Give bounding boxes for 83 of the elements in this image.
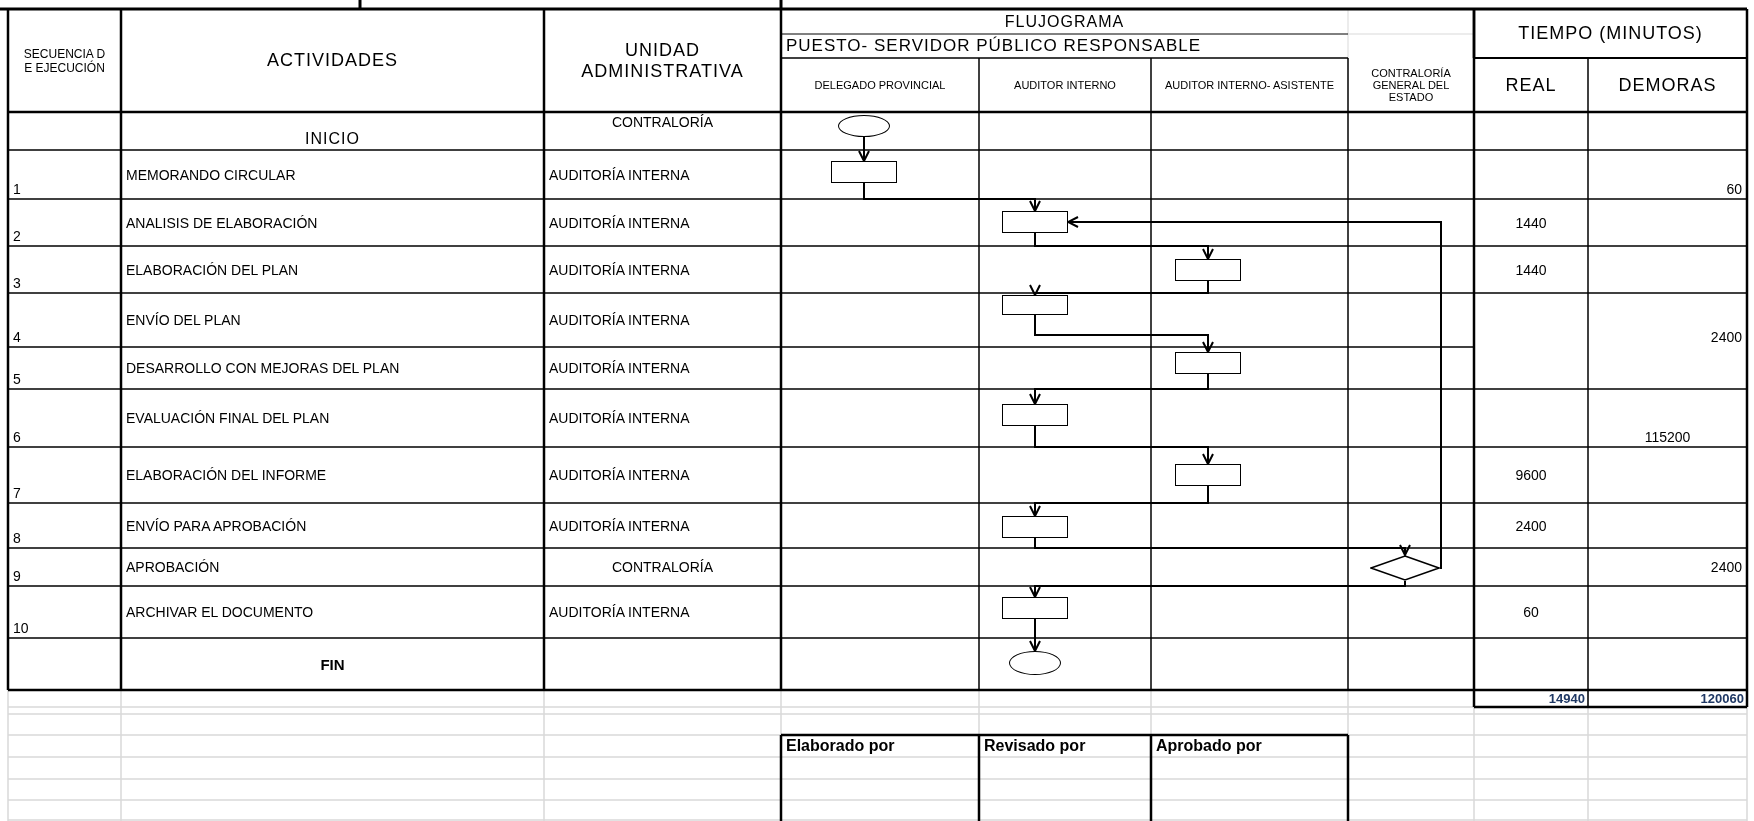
signature-label: Aprobado por [1156,737,1262,755]
step-number: 6 [13,429,21,445]
process-box [831,161,897,183]
process-box [1002,295,1068,315]
arrow [1029,485,1209,517]
total-value: 14940 [1548,691,1585,706]
process-box [1002,516,1068,538]
activity-text: APROBACIÓN [126,559,220,575]
unit-text: AUDITORÍA INTERNA [549,517,690,534]
step-number: 5 [13,371,21,387]
arrow [863,182,1041,212]
arrow [1029,280,1209,296]
unit-text: CONTRALORÍA [611,114,714,130]
activity-text: DESARROLLO CON MEJORAS DEL PLAN [126,360,400,376]
arrow [1067,216,1442,569]
column-heading: DELEGADO PROVINCIAL [814,79,946,91]
unit-text: AUDITORÍA INTERNA [549,467,690,483]
time-value: 9600 [1515,467,1547,483]
time-value: 115200 [1644,429,1691,445]
column-heading: TIEMPO (MINUTOS) [1518,23,1703,44]
column-heading: PUESTO- SERVIDOR PÚBLICO RESPONSABLE [786,36,1202,56]
activity-text: FIN [320,655,345,673]
step-number: 4 [13,329,21,345]
time-value: 60 [1726,181,1742,197]
column-heading: UNIDAD ADMINISTRATIVA [580,39,745,82]
process-box [1002,404,1068,426]
activity-text: ENVÍO DEL PLAN [126,312,241,328]
start-ellipse [838,115,890,137]
activity-text: ARCHIVAR EL DOCUMENTO [126,604,314,620]
total-value: 120060 [1700,691,1744,706]
column-heading: SECUENCIA DE EJECUCIÓN [22,46,107,75]
step-number: 10 [13,620,29,636]
end-ellipse [1009,651,1061,675]
activity-text: ELABORACIÓN DEL INFORME [126,467,327,483]
column-heading: CONTRALORÍA GENERAL DEL ESTADO [1370,67,1452,103]
arrow [858,136,870,162]
arrow [1029,373,1209,405]
signature-label: Elaborado por [786,737,895,755]
arrow [1029,580,1406,598]
unit-text: AUDITORÍA INTERNA [549,604,690,620]
time-value: 1440 [1515,214,1547,231]
column-heading: FLUJOGRAMA [1004,12,1125,31]
process-box [1002,211,1068,233]
activity-text: EVALUACIÓN FINAL DEL PLAN [126,410,330,426]
unit-text: AUDITORÍA INTERNA [549,360,690,376]
step-number: 7 [13,485,21,501]
column-heading: AUDITOR INTERNO [1014,79,1116,91]
arrow [1034,425,1214,465]
step-number: 9 [13,568,21,584]
step-number: 8 [13,530,21,546]
column-heading: REAL [1505,74,1557,96]
time-value: 60 [1523,604,1539,620]
step-number: 2 [13,228,21,244]
step-number: 3 [13,275,21,291]
time-value: 2400 [1710,559,1742,575]
unit-text: AUDITORÍA INTERNA [549,214,690,231]
signature-label: Revisado por [984,737,1086,755]
column-heading: AUDITOR INTERNO- ASISTENTE [1164,79,1335,91]
activity-text: ANALISIS DE ELABORACIÓN [126,214,318,231]
column-heading: ACTIVIDADES [267,50,398,71]
process-box [1175,464,1241,486]
decision-diamond [1370,555,1440,581]
activity-text: MEMORANDO CIRCULAR [126,166,296,183]
activity-text: ELABORACIÓN DEL PLAN [126,261,299,278]
time-value: 2400 [1515,517,1547,534]
arrow [1034,537,1411,556]
arrow [1034,232,1214,260]
time-value: 2400 [1710,329,1742,345]
unit-text: AUDITORÍA INTERNA [549,261,690,278]
activity-text: ENVÍO PARA APROBACIÓN [126,517,307,534]
arrow [1034,314,1214,353]
time-value: 1440 [1515,261,1547,278]
column-heading: DEMORAS [1618,74,1717,96]
unit-text: AUDITORÍA INTERNA [549,312,690,328]
unit-text: AUDITORÍA INTERNA [549,166,690,183]
arrow [1029,618,1041,652]
unit-text: AUDITORÍA INTERNA [549,410,690,426]
process-box [1175,352,1241,374]
step-number: 1 [13,181,21,197]
unit-text: CONTRALORÍA [611,559,714,575]
process-box [1002,597,1068,619]
activity-text: INICIO [305,130,360,148]
process-box [1175,259,1241,281]
